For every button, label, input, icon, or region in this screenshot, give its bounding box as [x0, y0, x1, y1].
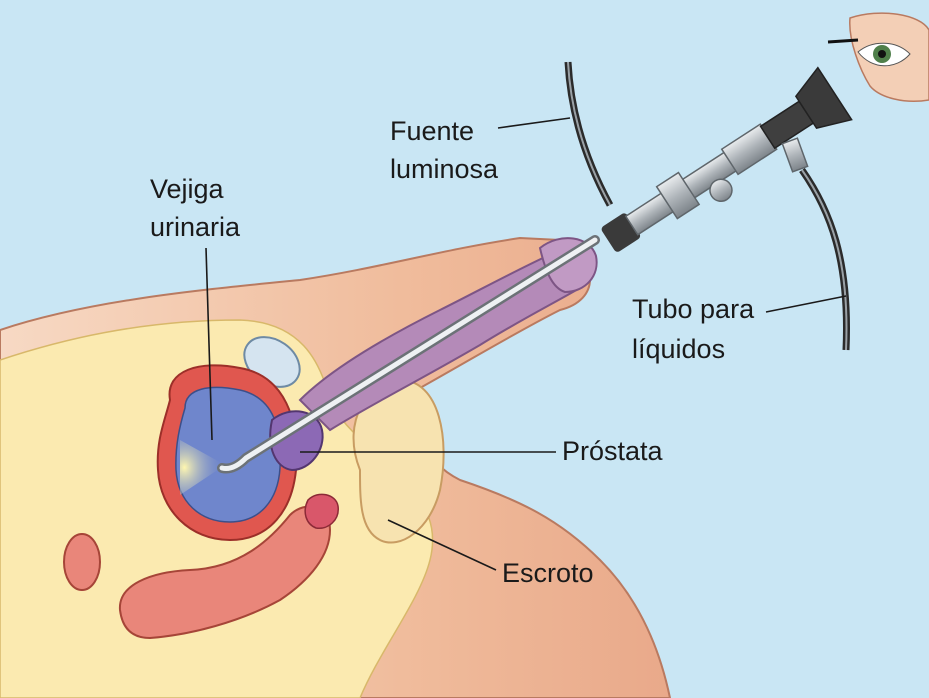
label-scrotum: Escroto — [502, 558, 594, 588]
label-bladder-line1: Vejiga — [150, 174, 225, 204]
label-fluid-tube-line1: Tubo para — [632, 294, 755, 324]
rectum-section — [64, 534, 100, 590]
leader-light-source — [498, 118, 570, 128]
fluid-tube-highlight — [802, 170, 847, 350]
leader-fluid-tube — [766, 296, 846, 312]
eye — [828, 13, 929, 101]
light-cable — [568, 62, 610, 205]
label-light-source-line2: luminosa — [390, 154, 499, 184]
light-cable-highlight — [568, 62, 610, 205]
label-prostate: Próstata — [562, 436, 664, 466]
cystoscope-body — [591, 68, 851, 267]
label-bladder-line2: urinaria — [150, 212, 241, 242]
label-light-source-line1: Fuente — [390, 116, 474, 146]
label-fluid-tube-line2: líquidos — [632, 334, 725, 364]
fluid-port — [782, 138, 807, 172]
